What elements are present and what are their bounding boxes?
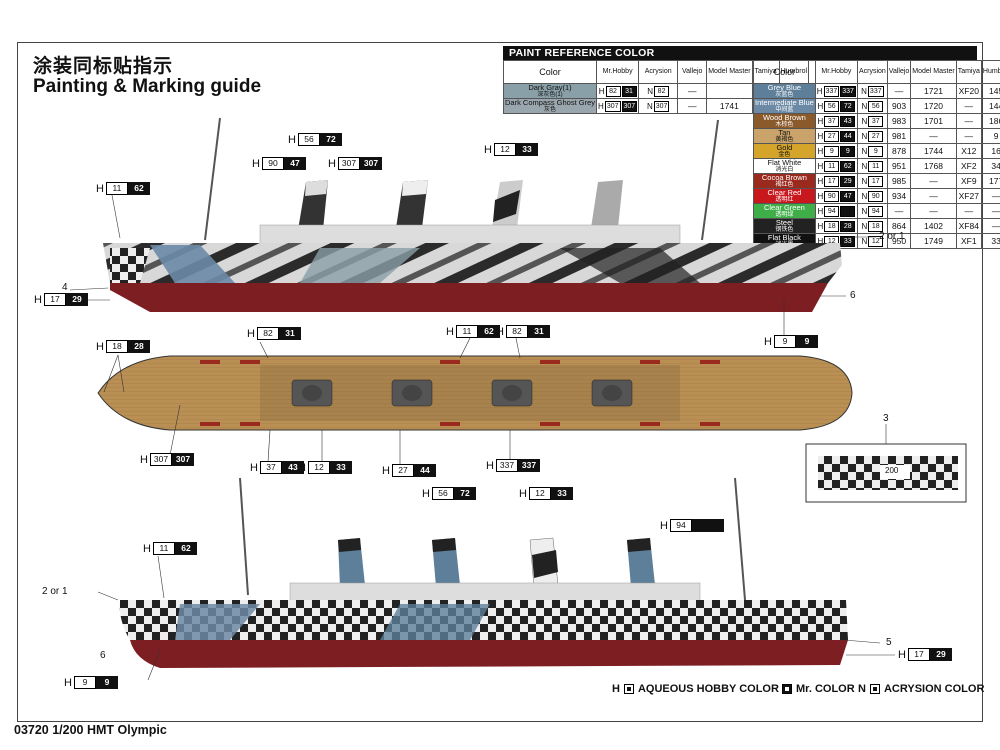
side-view-bottom [119,477,848,668]
marker-2or1-bot: 2 or 1 [42,586,68,597]
deck-view [97,355,853,431]
legend-aqueous: H AQUEOUS HOBBY COLOR [612,683,779,695]
paint-code-mm: — [910,188,957,204]
marker-200: 200 [885,466,899,475]
inset-detail [805,443,967,503]
marker-6-bot: 6 [100,650,106,661]
side-view-top [103,117,842,312]
marker-4: 4 [62,282,68,293]
aqueous-box-icon [623,684,634,694]
title-english: Painting & Marking guide [33,76,262,97]
paint-code-mm: 1768 [910,158,957,174]
legend-mr-color: Mr. COLOR [782,683,855,695]
title-chinese: 涂装同标贴指示 [33,55,174,77]
marker-5: 5 [886,637,892,648]
marker-3: 3 [883,413,889,424]
marker-2or1-top: 2 or 1 [879,231,905,242]
paint-column-header: Color [502,60,598,84]
paint-column-header: Model Master [706,60,753,84]
paint-code-tamiya: XF1 [955,233,982,249]
paint-reference-heading: PAINT REFERENCE COLOR [503,46,977,60]
paint-column-header: Vallejo [886,60,912,84]
paint-code-humbrol: 33 [980,233,1000,249]
guide-frame [17,42,983,722]
mr-color-box-icon [782,684,792,694]
acrysion-box-icon [869,684,880,694]
paint-swatch: Dark Gray(1)深灰色(1) [502,83,598,99]
marker-6-top: 6 [850,290,856,301]
legend-acrysion: N ACRYSION COLOR [858,683,985,695]
paint-code-mm: 1749 [910,233,957,249]
product-footer: 03720 1/200 HMT Olympic [14,723,167,737]
paint-column-header: Mr.Hobby [814,60,858,84]
paint-code-mm: 1741 [706,98,753,114]
paint-column-header: Color [753,60,816,84]
